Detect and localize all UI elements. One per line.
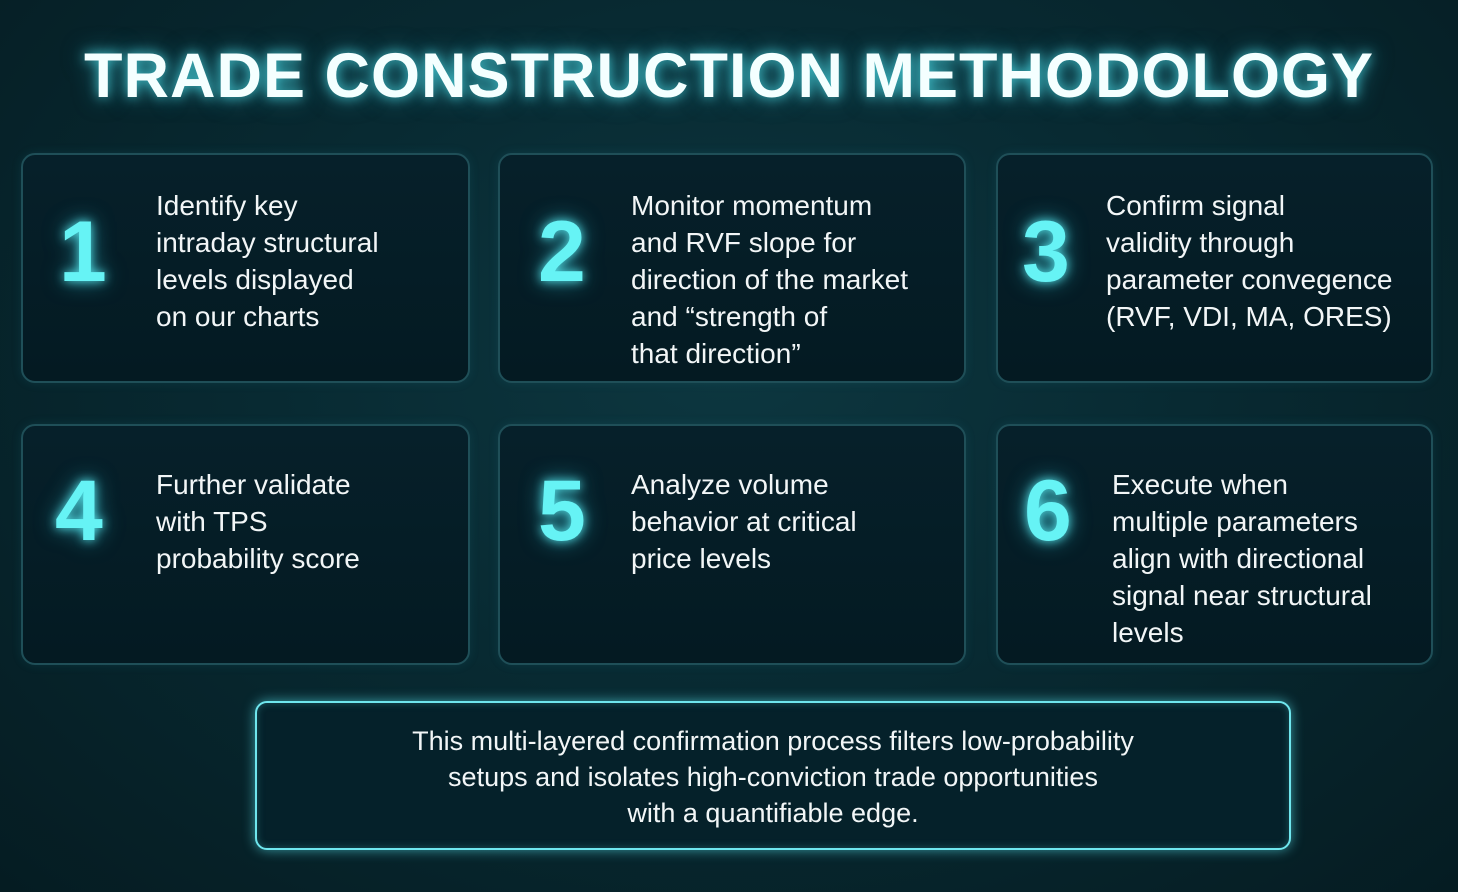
- step-number: 1: [59, 204, 107, 300]
- step-number: 3: [1022, 204, 1070, 300]
- summary-box: This multi-layered confirmation process …: [255, 701, 1291, 850]
- step-number: 5: [538, 463, 586, 559]
- step-number: 2: [538, 204, 586, 300]
- summary-line: setups and isolates high-conviction trad…: [448, 762, 1098, 792]
- summary-line: This multi-layered confirmation process …: [412, 726, 1134, 756]
- step-number: 6: [1024, 463, 1072, 559]
- summary-line: with a quantifiable edge.: [627, 798, 919, 828]
- page-title: TRADE CONSTRUCTION METHODOLOGY: [84, 41, 1374, 111]
- step-number: 4: [55, 463, 103, 559]
